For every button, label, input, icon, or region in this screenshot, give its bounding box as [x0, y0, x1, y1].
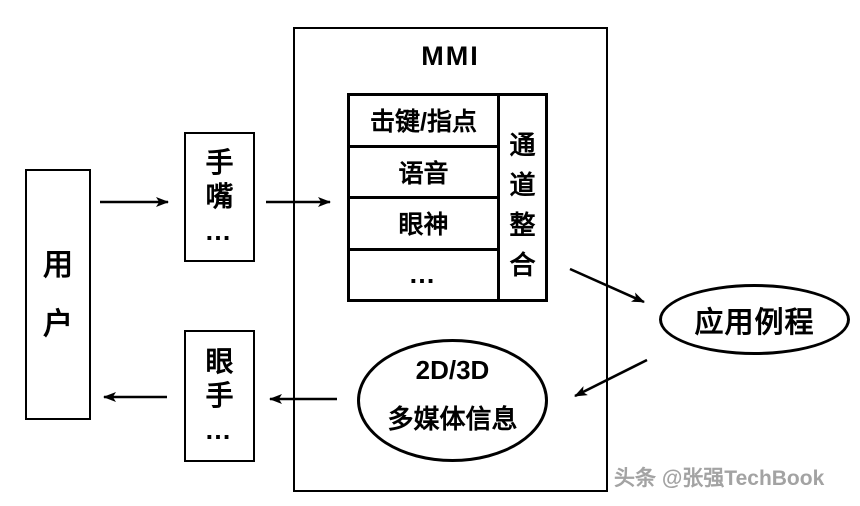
user-box-char: 户	[43, 307, 73, 341]
integration-char: 合	[509, 249, 536, 280]
multimedia-info-ellipse: 2D/3D 多媒体信息	[357, 339, 548, 462]
channel-row-more: …	[350, 247, 497, 300]
mmi-title: MMI	[421, 41, 480, 71]
app-routine-label: 应用例程	[694, 306, 815, 339]
channel-rows-column: 击键/指点 语音 眼神 …	[350, 96, 497, 299]
channel-row-keystroke: 击键/指点	[370, 108, 477, 137]
user-box-char: 用	[43, 248, 73, 282]
channel-row-voice: 语音	[350, 144, 497, 197]
multimedia-line2: 多媒体信息	[387, 403, 518, 434]
watermark: 头条 @张强TechBook	[614, 467, 825, 490]
mmi-container	[293, 27, 608, 492]
eye-hand-box: 眼 手 …	[184, 330, 255, 462]
multimedia-info-text: 2D/3D 多媒体信息	[387, 346, 517, 444]
channel-integration-column: 通 道 整 合	[497, 96, 545, 299]
ellipsis-dots: …	[204, 415, 235, 445]
multimedia-line1: 2D/3D	[415, 354, 490, 385]
ellipsis-dots: …	[204, 216, 235, 246]
eye-hand-line: 眼	[205, 346, 234, 377]
eye-hand-line: 手	[205, 380, 234, 411]
channel-row-gaze: 眼神	[350, 196, 497, 248]
input-channels-table: 击键/指点 语音 眼神 … 通 道 整 合	[347, 93, 548, 302]
hand-mouth-line: 手	[205, 147, 234, 178]
integration-char: 道	[509, 169, 536, 200]
hand-mouth-line: 嘴	[205, 181, 234, 212]
integration-char: 通	[509, 129, 536, 160]
integration-char: 整	[509, 209, 536, 240]
hand-mouth-box: 手 嘴 …	[184, 132, 255, 262]
user-box: 用 户	[25, 169, 91, 420]
app-routine-ellipse: 应用例程	[659, 284, 850, 355]
